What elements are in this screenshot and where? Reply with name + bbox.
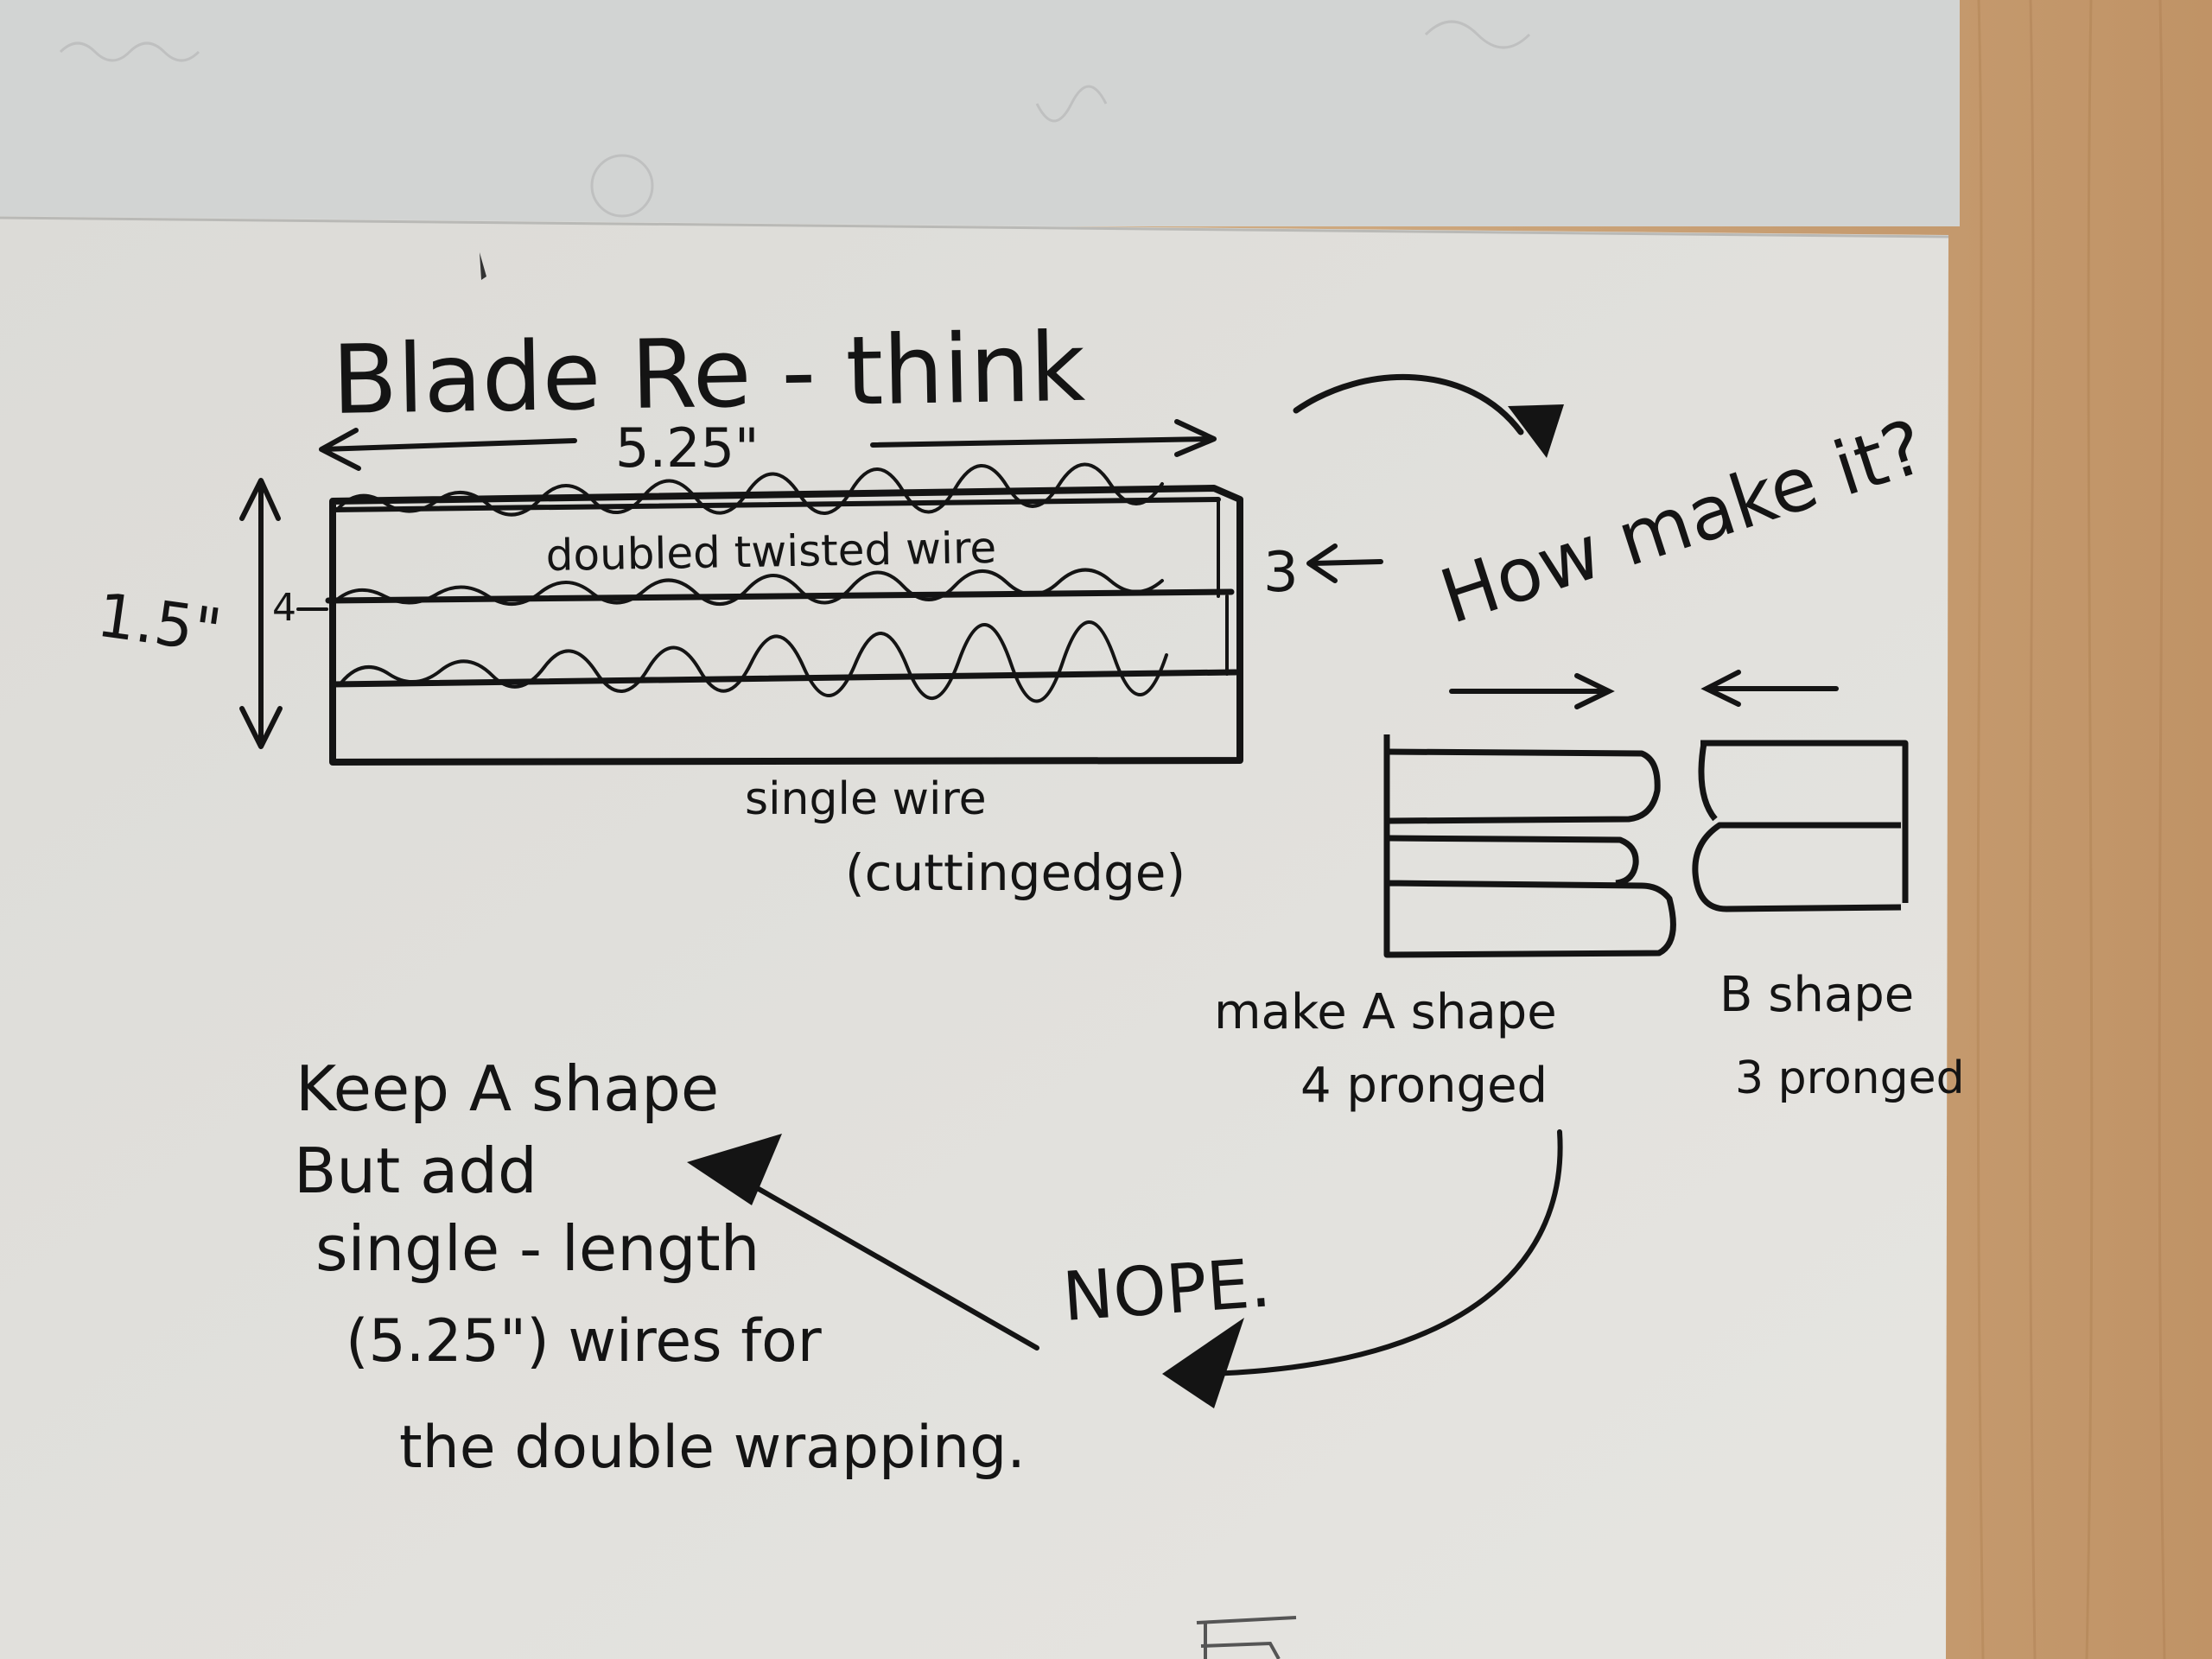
staple-mark (480, 252, 486, 280)
lower-wire-twist (340, 620, 1168, 703)
shape-arrows (1449, 670, 1839, 709)
three-arrow (1311, 559, 1383, 566)
left-count-label: 4 (272, 586, 296, 630)
length-arrow-left (321, 438, 577, 452)
lower-wire (329, 669, 1239, 688)
back-sheet (0, 0, 1960, 226)
length-label: 5.25" (615, 416, 760, 480)
top-wire (330, 497, 1221, 512)
wood-grain (1976, 0, 2166, 1659)
height-arrowhead-top (239, 478, 281, 521)
keep-arrow-line (732, 1173, 1039, 1351)
keep-line-3: single - length (315, 1212, 760, 1285)
right-count-label: 3 (1263, 541, 1299, 605)
blade-drawing (239, 419, 1383, 766)
length-arrow-right (870, 436, 1212, 448)
keep-line-4: (5.25") wires for (346, 1307, 822, 1376)
b-shape-label: B shape (1719, 967, 1914, 1023)
height-arrowhead-bottom (239, 706, 283, 749)
shape-a (1383, 734, 1676, 958)
question-arrow (1293, 373, 1524, 435)
bottom-doodle (1196, 1616, 1297, 1659)
middle-wire-twist (335, 568, 1164, 607)
middle-wire (325, 588, 1235, 604)
cutting-edge-label: (cuttingedge) (845, 843, 1185, 902)
diagram-title: Blade Re - think (331, 312, 1086, 435)
height-label: 1.5" (93, 580, 226, 667)
faint-writing (59, 20, 1531, 218)
blade-outline (329, 485, 1243, 766)
a-shape-label: make A shape (1214, 984, 1557, 1040)
keep-line-1: Keep A shape (296, 1052, 719, 1125)
shape-b (1692, 740, 1909, 912)
keep-note: Keep A shape But add single - length (5.… (294, 1052, 1026, 1482)
paper-sheet (0, 216, 1948, 1659)
single-wire-label: single wire (745, 773, 987, 825)
three-arrowhead (1306, 543, 1338, 583)
a-shape-prongs: 4 pronged (1300, 1058, 1548, 1114)
length-arrowhead-right (1174, 419, 1217, 457)
nope-arrowhead (1162, 1318, 1244, 1408)
question-arrowhead (1508, 404, 1564, 458)
doubled-wire-label: doubled twisted wire (545, 523, 996, 581)
nope-label: NOPE. (1060, 1244, 1274, 1337)
keep-line-2: But add (294, 1135, 537, 1207)
b-shape-prongs: 3 pronged (1735, 1052, 1965, 1104)
top-wire-twist (335, 462, 1164, 517)
keep-line-5: the double wrapping. (399, 1414, 1026, 1482)
paper-edge-shadow (0, 216, 1949, 238)
length-arrowhead-left (319, 428, 361, 471)
keep-arrowhead (687, 1134, 782, 1205)
nope-arrow (1207, 1129, 1563, 1376)
